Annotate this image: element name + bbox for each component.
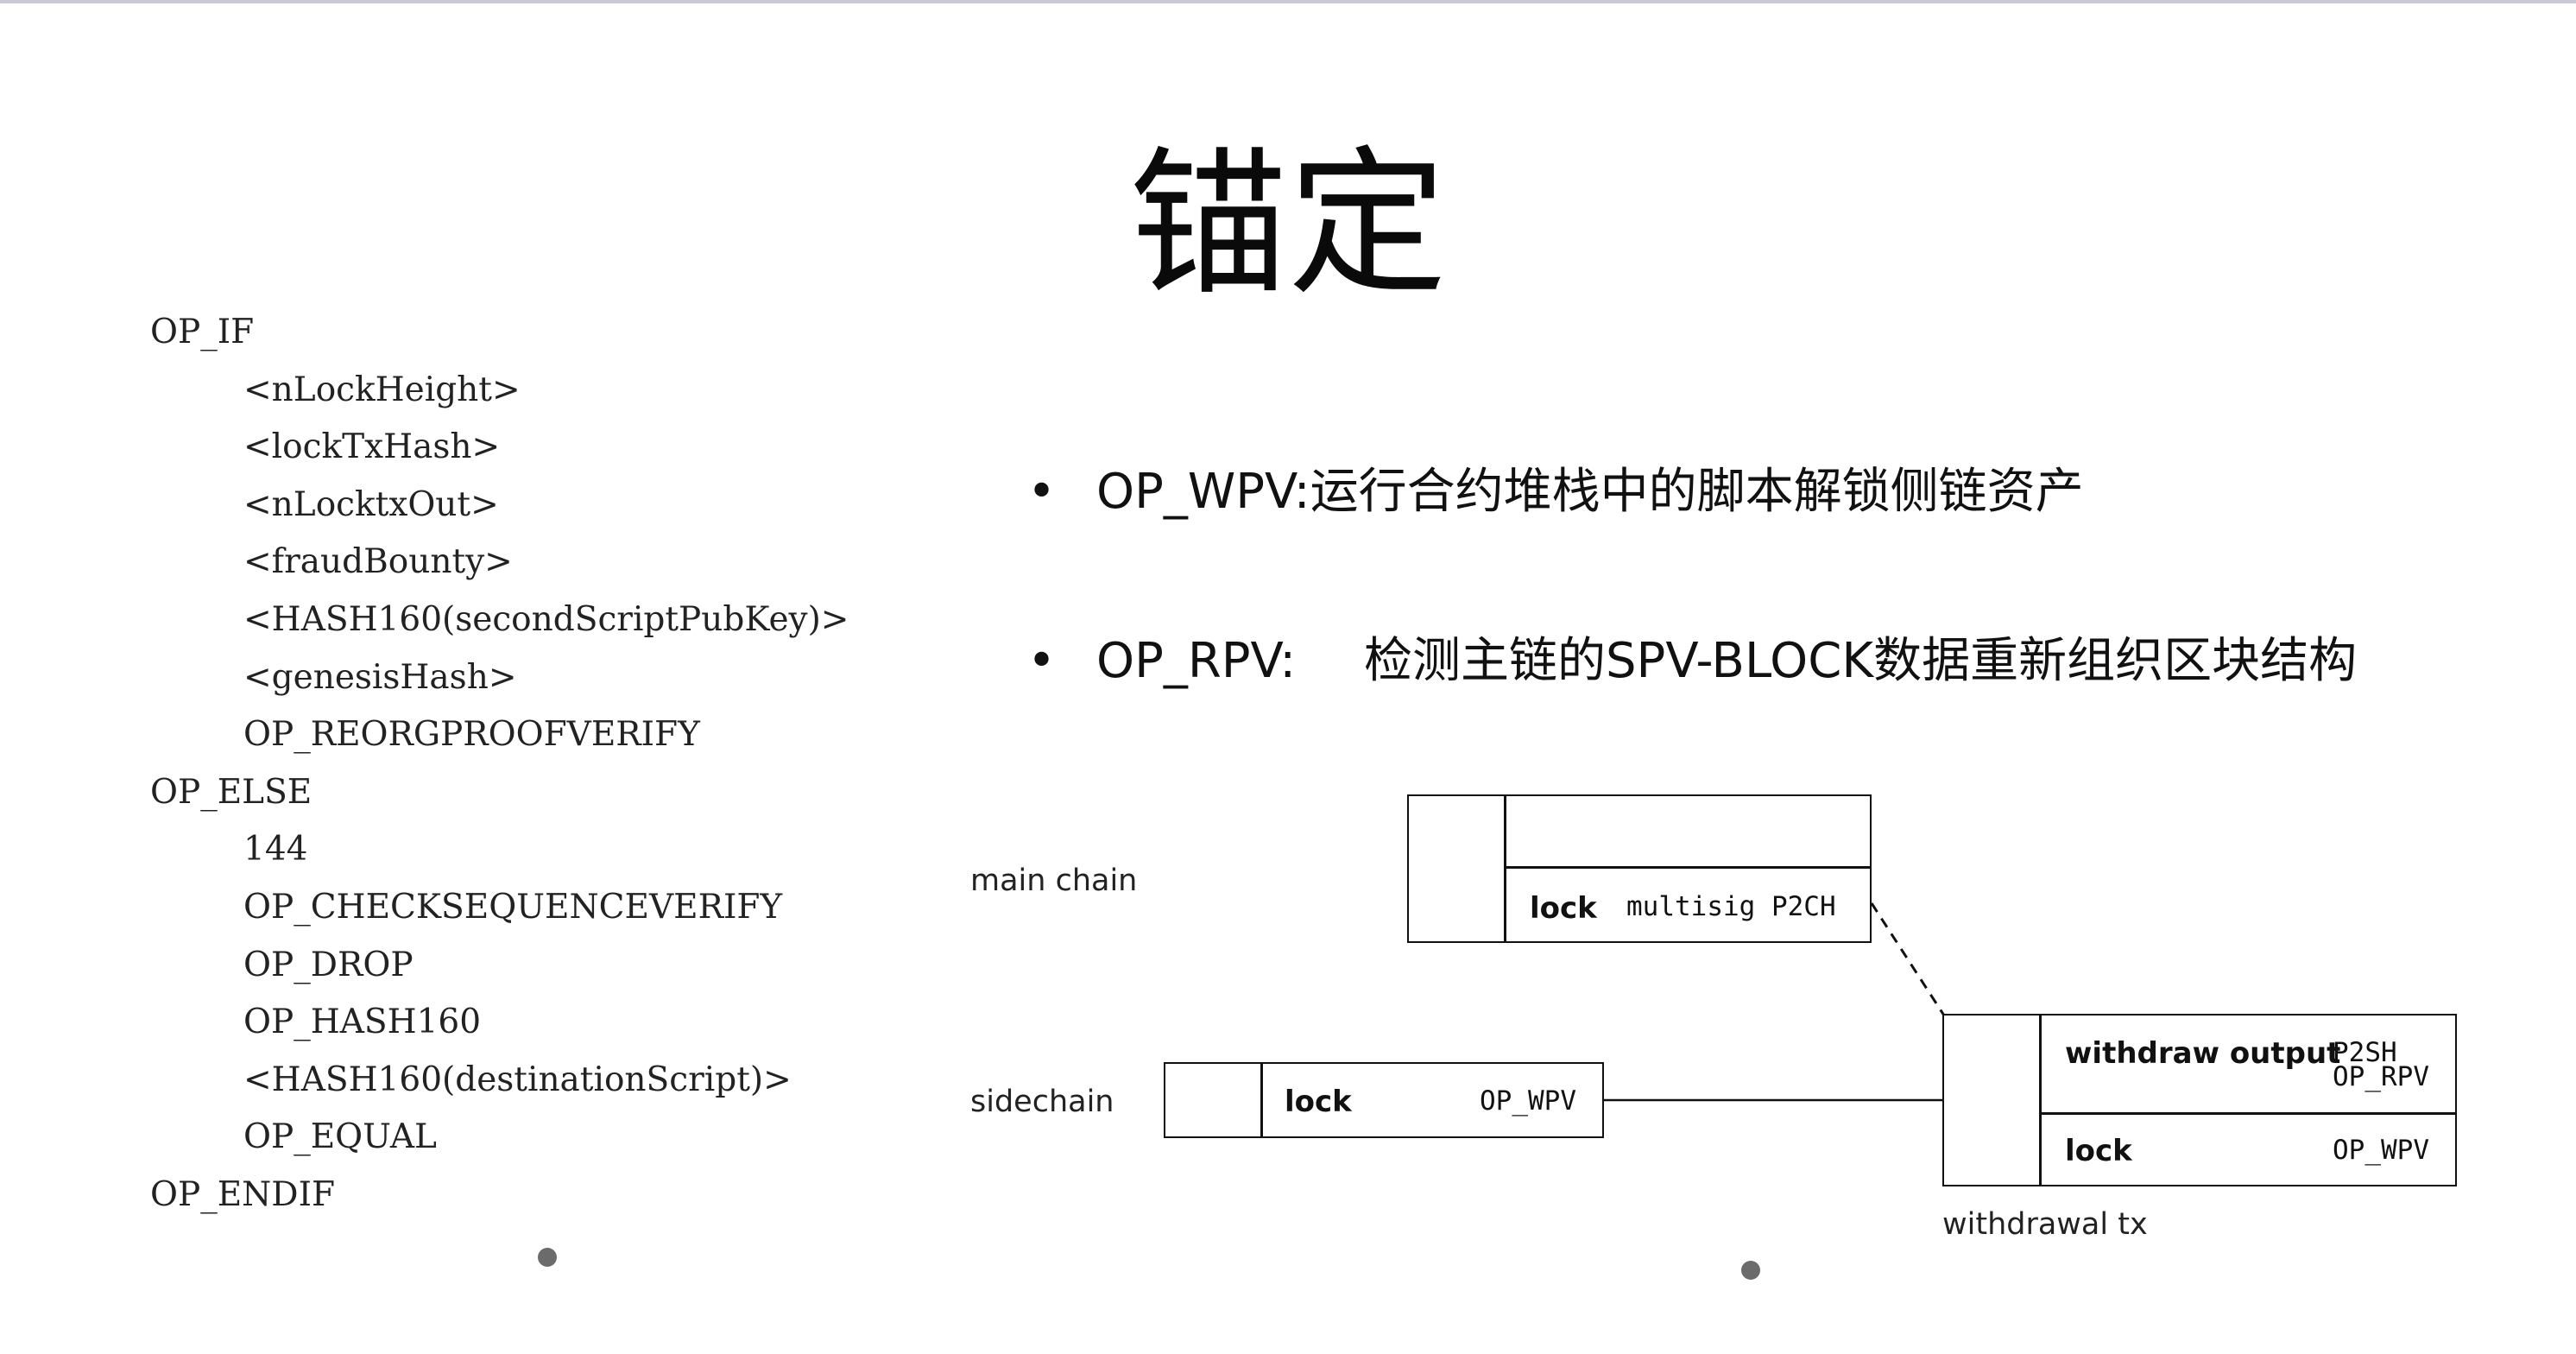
script-line: <HASH160(destinationScript)>	[243, 1060, 792, 1099]
withdrawal-tx-label: withdrawal tx	[1942, 1207, 2148, 1242]
bullet-dot-icon: •	[1027, 633, 1057, 689]
script-line: <lockTxHash>	[243, 427, 501, 467]
script-line: <genesisHash>	[243, 657, 517, 697]
side-lock-label: lock	[1285, 1085, 1352, 1119]
side-lock-value: OP_WPV	[1480, 1085, 1576, 1117]
decorative-dot-left	[538, 1248, 557, 1267]
script-line: OP_ENDIF	[150, 1175, 336, 1214]
main-chain-label: main chain	[970, 864, 1138, 898]
sidechain-divider	[1260, 1062, 1263, 1138]
withdraw-lock-label: lock	[2065, 1134, 2132, 1168]
withdraw-output-value-op-rpv: OP_RPV	[2333, 1061, 2429, 1092]
bullet-dot-icon: •	[1027, 464, 1057, 520]
script-line: <HASH160(secondScriptPubKey)>	[243, 600, 849, 639]
withdrawal-tx-block	[1942, 1014, 2457, 1186]
script-line: OP_HASH160	[243, 1003, 482, 1042]
script-line: <nLocktxOut>	[243, 484, 499, 524]
withdrawal-divider	[2039, 1014, 2042, 1186]
main-chain-block	[1407, 794, 1872, 943]
script-line: 144	[243, 830, 308, 870]
script-line: OP_IF	[150, 313, 255, 351]
top-border	[0, 0, 2576, 3]
bullet-key: OP_WPV:	[1096, 464, 1310, 520]
script-line: <fraudBounty>	[243, 542, 513, 582]
withdraw-output-value-p2sh: P2SH	[2333, 1037, 2397, 1068]
bullet-op-wpv: • OP_WPV:运行合约堆栈中的脚本解锁侧链资产	[1027, 458, 2084, 527]
script-line: OP_REORGPROOFVERIFY	[243, 715, 700, 755]
main-chain-row-divider	[1504, 866, 1872, 869]
bullet-key: OP_RPV:	[1096, 633, 1297, 689]
sidechain-block	[1164, 1062, 1604, 1138]
withdrawal-row-divider	[2039, 1112, 2457, 1115]
script-line: <nLockHeight>	[243, 370, 521, 409]
sidechain-label: sidechain	[970, 1085, 1114, 1119]
bullet-op-rpv: • OP_RPV: 检测主链的SPV-BLOCK数据重新组织区块结构	[1027, 627, 2357, 696]
withdraw-lock-value: OP_WPV	[2333, 1135, 2429, 1166]
script-line: OP_ELSE	[150, 772, 313, 812]
bullet-text: 运行合约堆栈中的脚本解锁侧链资产	[1310, 464, 2084, 520]
decorative-dot-right	[1741, 1261, 1760, 1280]
main-lock-value: multisig P2CH	[1626, 891, 1836, 922]
main-chain-divider	[1504, 794, 1506, 943]
script-line: OP_EQUAL	[243, 1117, 437, 1157]
script-line: OP_CHECKSEQUENCEVERIFY	[243, 888, 783, 927]
script-line: OP_DROP	[243, 945, 414, 984]
slide-title: 锚定	[1128, 132, 1447, 317]
dashed-connector	[1870, 902, 1946, 1016]
withdraw-output-label: withdraw output	[2065, 1036, 2341, 1071]
main-lock-label: lock	[1530, 891, 1597, 926]
bullet-text: 检测主链的SPV-BLOCK数据重新组织区块结构	[1364, 633, 2358, 689]
